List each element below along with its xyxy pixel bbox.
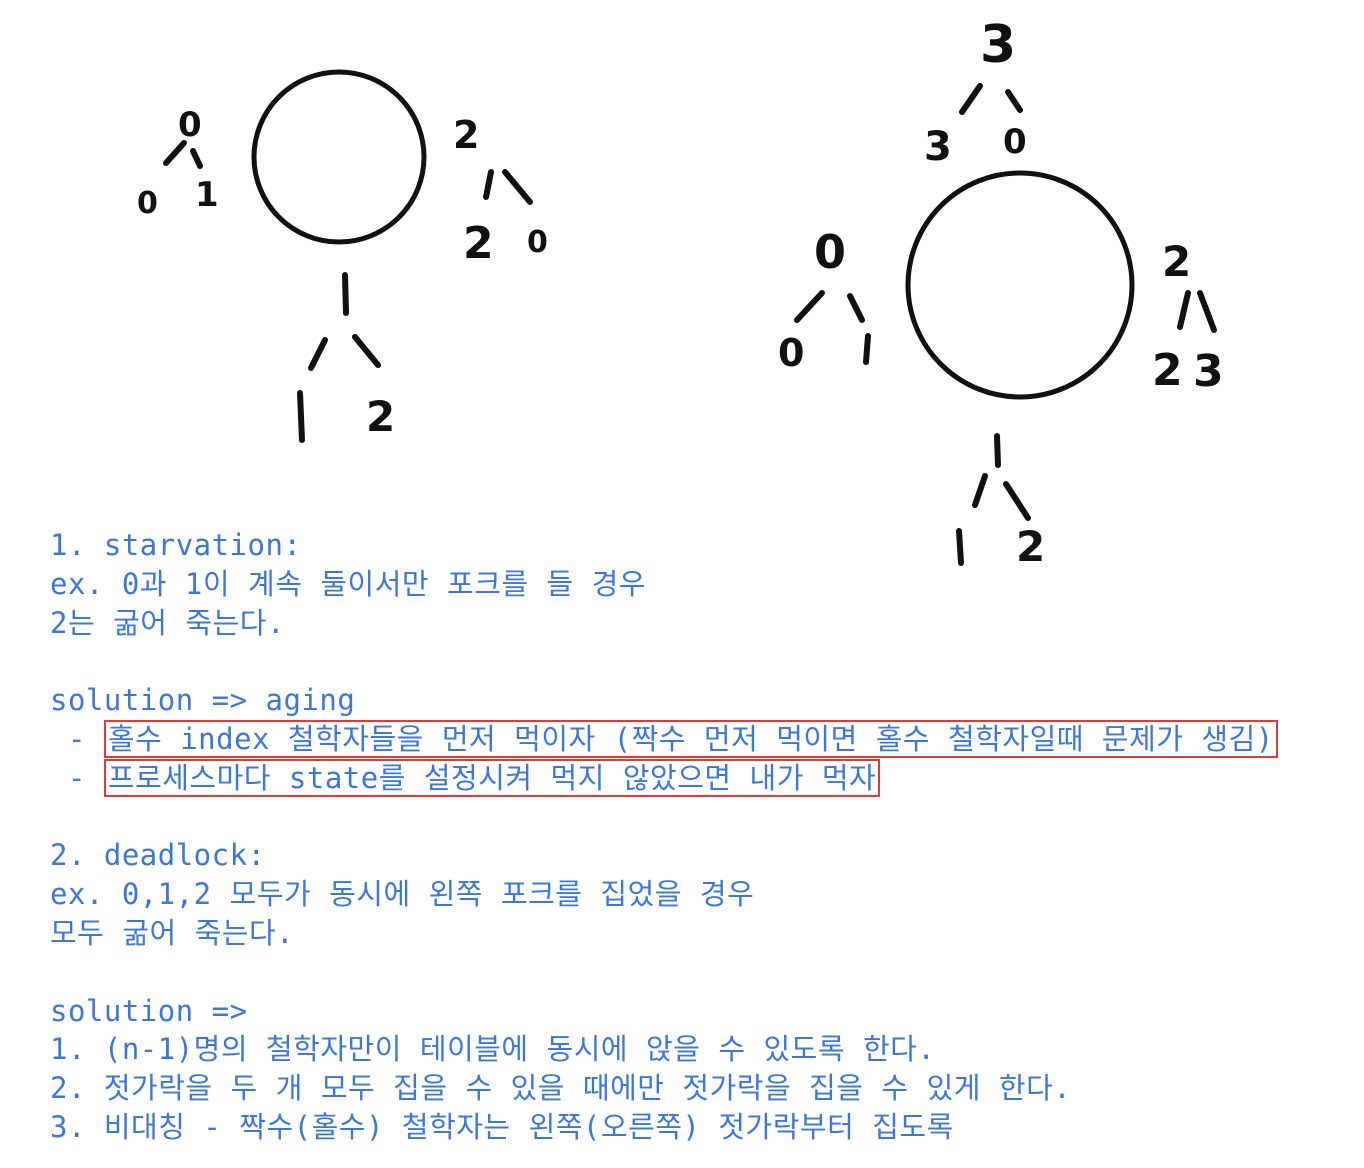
fork-label: 0 (527, 225, 548, 260)
fork-label: 1 (296, 419, 297, 421)
fork-stroke (959, 83, 983, 115)
fork-stroke (847, 293, 865, 323)
deadlock-solution-item-2: 2. 젓가락을 두 개 모두 집을 수 있을 때에만 젓가락을 집을 수 있게 … (50, 1071, 1072, 1106)
philosopher-2-right: 2 2 3 (1152, 237, 1224, 397)
fork-label: 2 (1152, 345, 1183, 396)
diagram-four-philosophers: 3 3 0 0 0 1 2 2 3 1 (778, 15, 1224, 571)
table-circle-right (905, 170, 1135, 400)
starvation-heading: 1. starvation: (50, 528, 302, 562)
starvation-solution-item-2: - 프로세스마다 state를 설정시켜 먹지 않았으면 내가 먹자 (50, 758, 1278, 798)
fork-label: 2 (1016, 522, 1045, 571)
fork-stroke (1197, 290, 1217, 333)
fork-stroke (502, 169, 533, 205)
fork-stroke (483, 169, 494, 200)
deadlock-heading: 2. deadlock: (50, 838, 266, 873)
deadlock-solution-item-3: 3. 비대칭 - 짝수(홀수) 철학자는 왼쪽(오른쪽) 젓가락부터 집도록 (50, 1109, 954, 1144)
philosopher-label: 3 (980, 15, 1016, 75)
philosopher-0-right: 0 0 1 (778, 225, 871, 375)
philosopher-2-left: 2 2 0 (453, 113, 548, 269)
philosopher-0-left: 0 0 1 (137, 105, 219, 221)
deadlock-solution-heading: solution => (50, 993, 248, 1028)
philosopher-label-stroke (994, 433, 1001, 468)
starvation-example: ex. 0과 1이 계속 둘이서만 포크를 들 경우 (50, 566, 647, 601)
philosopher-label: 0 (178, 105, 202, 145)
fork-label: 0 (1003, 122, 1027, 162)
fork-stroke (308, 337, 328, 371)
fork-label-stroke (863, 333, 871, 365)
fork-label: 2 (463, 218, 494, 269)
notes-text-block: 1. starvation: ex. 0과 1이 계속 둘이서만 포크를 들 경우… (50, 526, 1278, 1147)
fork-stroke (163, 140, 187, 166)
philosopher-label: 2 (453, 113, 479, 157)
fork-label: 0 (778, 331, 804, 375)
fork-label-stroke (956, 528, 964, 566)
fork-stroke (1005, 89, 1023, 113)
philosopher-1-left: 1 1 2 (296, 272, 395, 443)
fork-label: 1 (862, 349, 863, 351)
fork-label: 3 (924, 124, 952, 170)
fork-stroke (794, 290, 825, 323)
philosopher-label: 0 (814, 225, 846, 279)
philosopher-3-right: 3 3 0 (924, 15, 1027, 170)
fork-stroke (190, 148, 203, 169)
fork-stroke (1177, 290, 1191, 330)
fork-label: 1 (195, 175, 219, 215)
diagram-three-philosophers: 0 0 1 2 2 0 1 1 2 (137, 69, 548, 443)
deadlock-result: 모두 굶어 죽는다. (50, 915, 295, 950)
philosopher-label: 1 (338, 299, 339, 301)
philosopher-label: 2 (1162, 237, 1191, 286)
deadlock-example: ex. 0,1,2 모두가 동시에 왼쪽 포크를 집었을 경우 (50, 877, 755, 912)
fork-label-stroke (297, 390, 305, 443)
blank-line (50, 798, 1278, 837)
fork-stroke (1003, 481, 1031, 521)
fork-stroke (972, 473, 988, 508)
philosopher-1-right: 1 2 (956, 433, 1045, 571)
philosopher-label-stroke (342, 272, 349, 316)
starvation-solution-heading: solution => aging (50, 683, 356, 718)
blank-line (50, 642, 1278, 681)
table-circle-left (251, 69, 427, 245)
bullet-dash: - (50, 721, 104, 756)
highlight-box-solution-1: 홀수 index 철학자들을 먼저 먹이자 (짝수 먼저 먹이면 홀수 철학자일… (103, 719, 1278, 758)
fork-label: 0 (137, 186, 158, 221)
starvation-solution-item-1: - 홀수 index 철학자들을 먼저 먹이자 (짝수 먼저 먹이면 홀수 철학… (50, 719, 1278, 759)
fork-label: 2 (366, 392, 395, 441)
blank-line (50, 953, 1278, 992)
fork-stroke (352, 334, 381, 368)
bullet-dash: - (50, 760, 104, 795)
starvation-result: 2는 굶어 죽는다. (50, 605, 285, 640)
deadlock-solution-item-1: 1. (n-1)명의 철학자만이 테이블에 동시에 앉을 수 있도록 한다. (50, 1032, 936, 1067)
highlight-box-solution-2: 프로세스마다 state를 설정시켜 먹지 않았으면 내가 먹자 (103, 758, 881, 797)
fork-label: 3 (1193, 346, 1224, 397)
